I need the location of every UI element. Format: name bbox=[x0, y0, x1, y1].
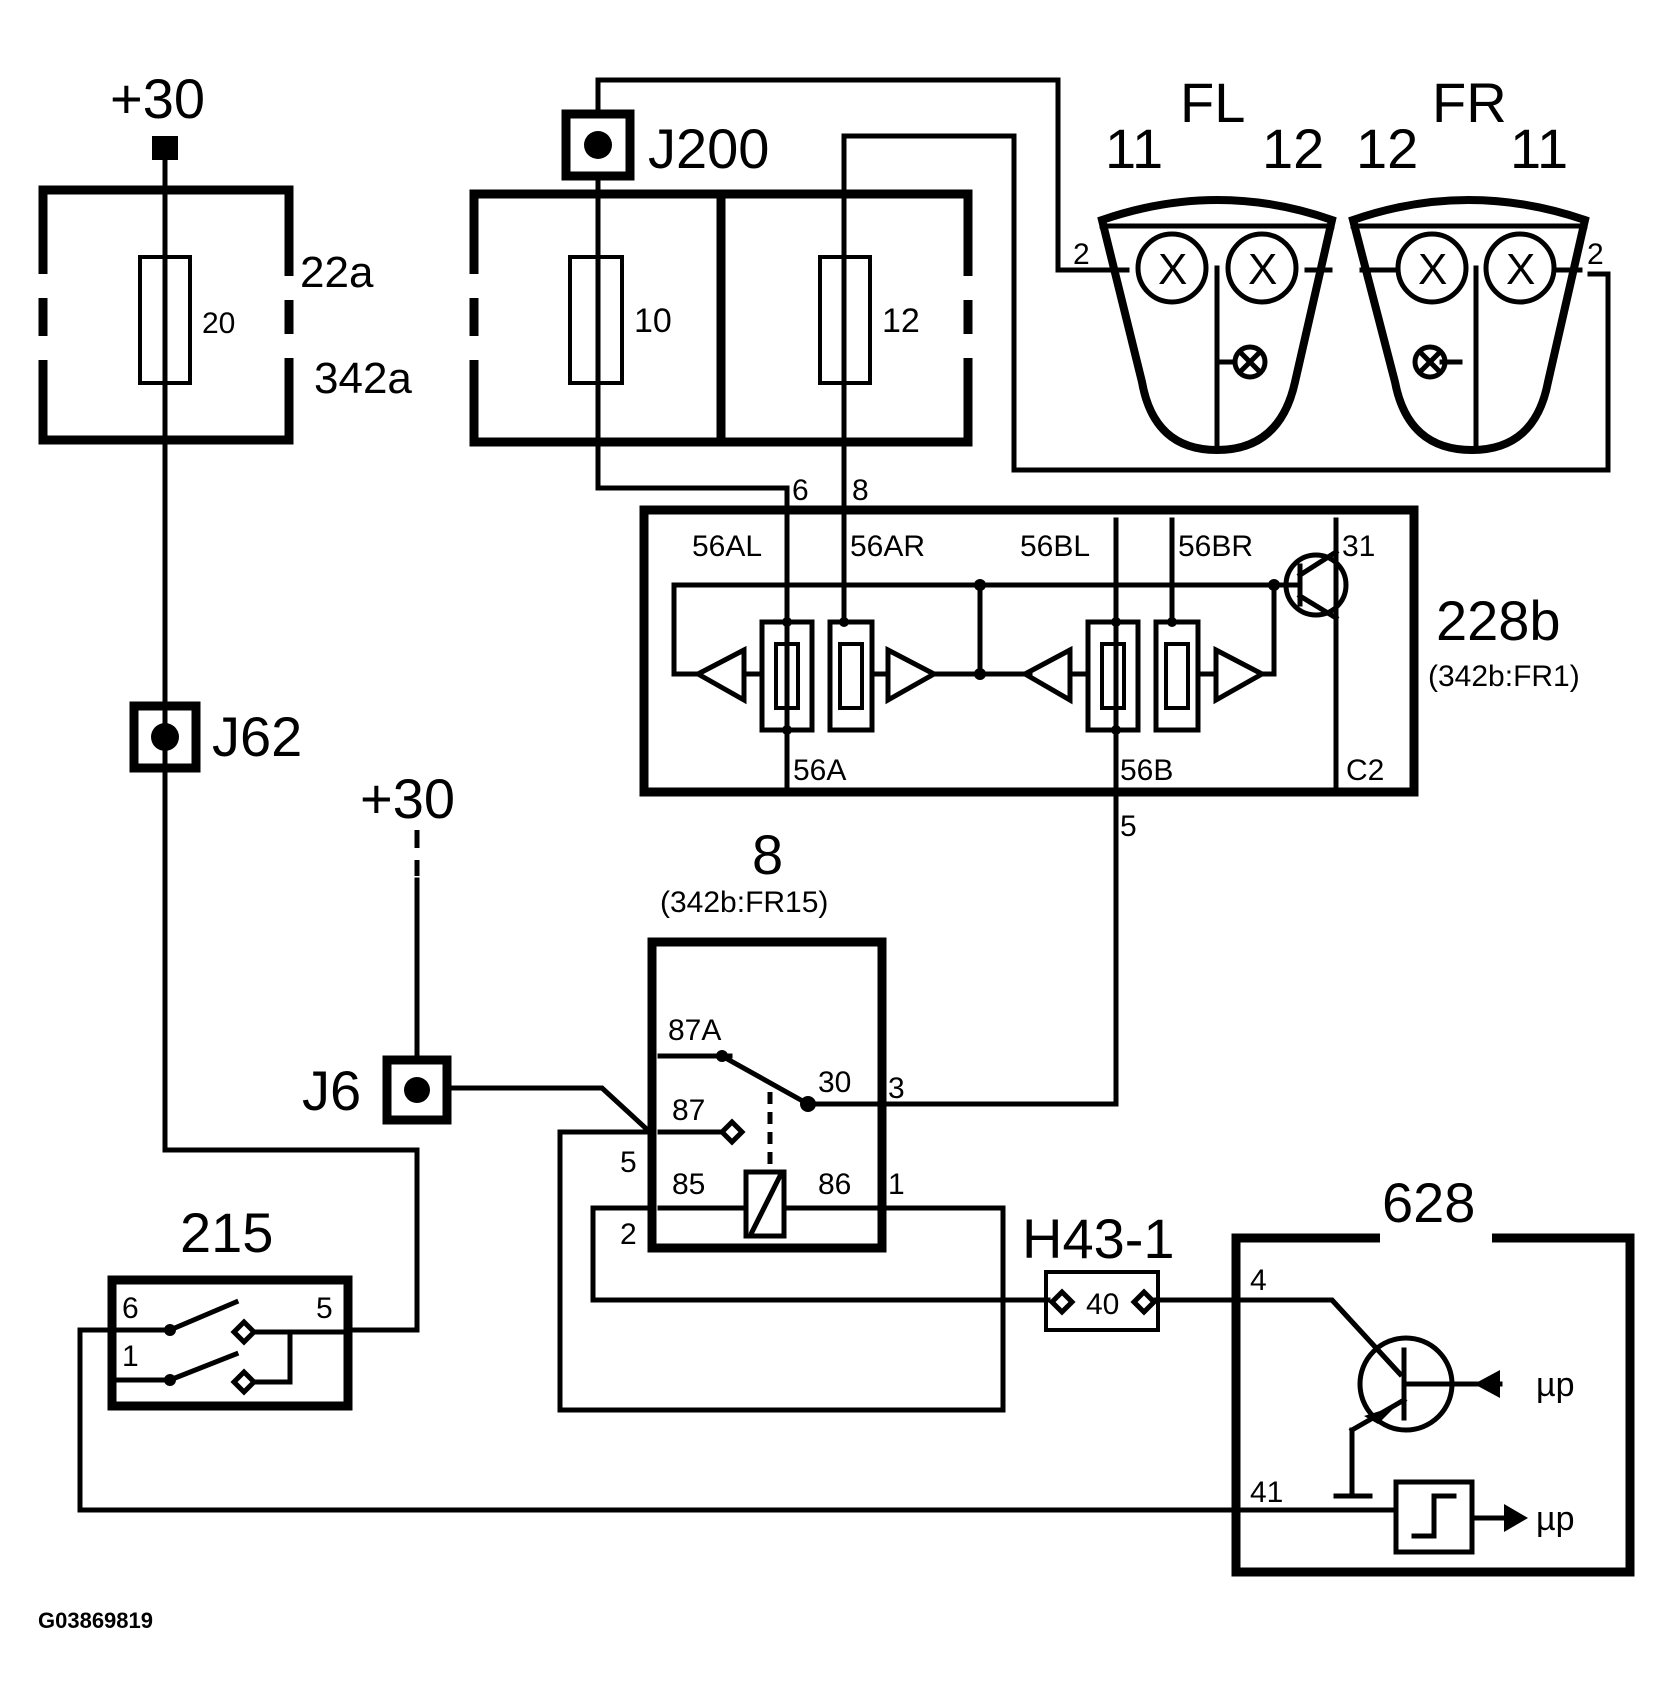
lamp-fr bbox=[1348, 196, 1590, 455]
fuse-20-label: 20 bbox=[202, 307, 235, 340]
relay-85: 85 bbox=[672, 1168, 705, 1201]
switch-id: 215 bbox=[180, 1201, 273, 1264]
fl-label: FL bbox=[1180, 71, 1245, 134]
j62-splice bbox=[129, 701, 201, 773]
j62-label: J62 bbox=[212, 705, 302, 768]
fr-lamp2-x: X bbox=[1506, 245, 1535, 294]
fuse-12-label: 12 bbox=[882, 302, 920, 340]
module-31: 31 bbox=[1342, 530, 1375, 563]
relay-pin-5: 5 bbox=[620, 1146, 637, 1179]
module-56al: 56AL bbox=[692, 530, 762, 563]
relay-pin-2: 2 bbox=[620, 1218, 637, 1251]
lamp-fl bbox=[1097, 196, 1337, 455]
switch-pin-6: 6 bbox=[122, 1292, 139, 1325]
wire-fuse12 bbox=[841, 133, 1611, 625]
relay-ref: (342b:FR15) bbox=[660, 886, 828, 919]
h43-label: H43-1 bbox=[1022, 1207, 1175, 1270]
module-pin-5: 5 bbox=[1120, 810, 1137, 843]
wire-relay-87-loop bbox=[557, 1129, 1006, 1413]
module-56ar: 56AR bbox=[850, 530, 925, 563]
relay-87: 87 bbox=[672, 1094, 705, 1127]
ecu-internals bbox=[1237, 1297, 1528, 1555]
h43-pin-right-icon bbox=[1130, 1288, 1158, 1316]
wire-j200-top bbox=[595, 77, 1108, 273]
fr-lamp1-x: X bbox=[1418, 245, 1447, 294]
fr-pin-12: 12 bbox=[1356, 117, 1418, 180]
h43-pin-left-icon bbox=[1048, 1288, 1076, 1316]
j200-label: J200 bbox=[648, 117, 769, 180]
ecu-pin-41: 41 bbox=[1250, 1476, 1283, 1509]
relay-87a: 87A bbox=[668, 1014, 721, 1047]
ecu-pin-4: 4 bbox=[1250, 1264, 1267, 1297]
module-228b bbox=[639, 505, 1419, 797]
module-56bl: 56BL bbox=[1020, 530, 1090, 563]
j62-dot bbox=[151, 723, 179, 751]
h43-connector bbox=[1044, 1270, 1160, 1332]
module-pin-8: 8 bbox=[852, 474, 869, 507]
j6-label: J6 bbox=[302, 1059, 361, 1122]
fr-pin-2: 2 bbox=[1587, 238, 1604, 271]
switch-pin-1: 1 bbox=[122, 1340, 139, 1373]
ecu-up-2: µp bbox=[1536, 1500, 1575, 1538]
wire-j6-relay bbox=[446, 1085, 656, 1138]
fl-pin-11: 11 bbox=[1105, 117, 1163, 180]
module-56br: 56BR bbox=[1178, 530, 1253, 563]
switch-215 bbox=[107, 1275, 353, 1411]
fusebox-a-label-2: 342a bbox=[314, 354, 412, 403]
relay-86: 86 bbox=[818, 1168, 851, 1201]
wire-ecu41-switch bbox=[77, 1327, 1398, 1513]
relay-pin-3: 3 bbox=[888, 1072, 905, 1105]
fusebox-342a bbox=[469, 189, 973, 447]
wire-56b-relay3 bbox=[881, 794, 1119, 1107]
fr-pin-11: 11 bbox=[1510, 117, 1568, 180]
switch-pin-5: 5 bbox=[316, 1292, 333, 1325]
fl-lamp1-x: X bbox=[1158, 245, 1187, 294]
ecu-id: 628 bbox=[1382, 1171, 1475, 1234]
fr-indicator-icon bbox=[1412, 344, 1448, 380]
module-c2: C2 bbox=[1346, 754, 1384, 787]
module-56b: 56B bbox=[1120, 754, 1173, 787]
module-id: 228b bbox=[1436, 589, 1561, 652]
j200-dot bbox=[584, 131, 612, 159]
fuse-10-label: 10 bbox=[634, 302, 672, 340]
j6-splice bbox=[382, 1055, 452, 1125]
fr-label: FR bbox=[1432, 71, 1507, 134]
h43-pin: 40 bbox=[1086, 1288, 1119, 1321]
fl-lamp2-x: X bbox=[1248, 245, 1277, 294]
relay-8 bbox=[647, 937, 887, 1253]
module-pin-6: 6 bbox=[792, 474, 809, 507]
j6-dot bbox=[404, 1077, 430, 1103]
fl-indicator-icon bbox=[1232, 344, 1268, 380]
relay-id: 8 bbox=[752, 823, 783, 886]
fl-pin-2: 2 bbox=[1073, 238, 1090, 271]
supply-left-label: +30 bbox=[110, 67, 205, 130]
relay-internals bbox=[657, 1050, 887, 1239]
figure-id: G03869819 bbox=[38, 1608, 153, 1633]
wire-relay-2-h43 bbox=[590, 1205, 1051, 1303]
module-internals bbox=[671, 517, 1349, 793]
switch-internals bbox=[115, 1298, 348, 1396]
fl-pin-12: 12 bbox=[1262, 117, 1324, 180]
relay-pin-1: 1 bbox=[888, 1168, 905, 1201]
ecu-up-1: µp bbox=[1536, 1366, 1575, 1404]
supply-mid-label: +30 bbox=[360, 767, 455, 830]
relay-30: 30 bbox=[818, 1066, 851, 1099]
supply-left-terminal bbox=[152, 136, 178, 160]
module-ref: (342b:FR1) bbox=[1428, 660, 1580, 693]
module-56a: 56A bbox=[793, 754, 846, 787]
wire-left-main bbox=[162, 157, 420, 1333]
fusebox-a-label-1: 22a bbox=[300, 248, 374, 297]
